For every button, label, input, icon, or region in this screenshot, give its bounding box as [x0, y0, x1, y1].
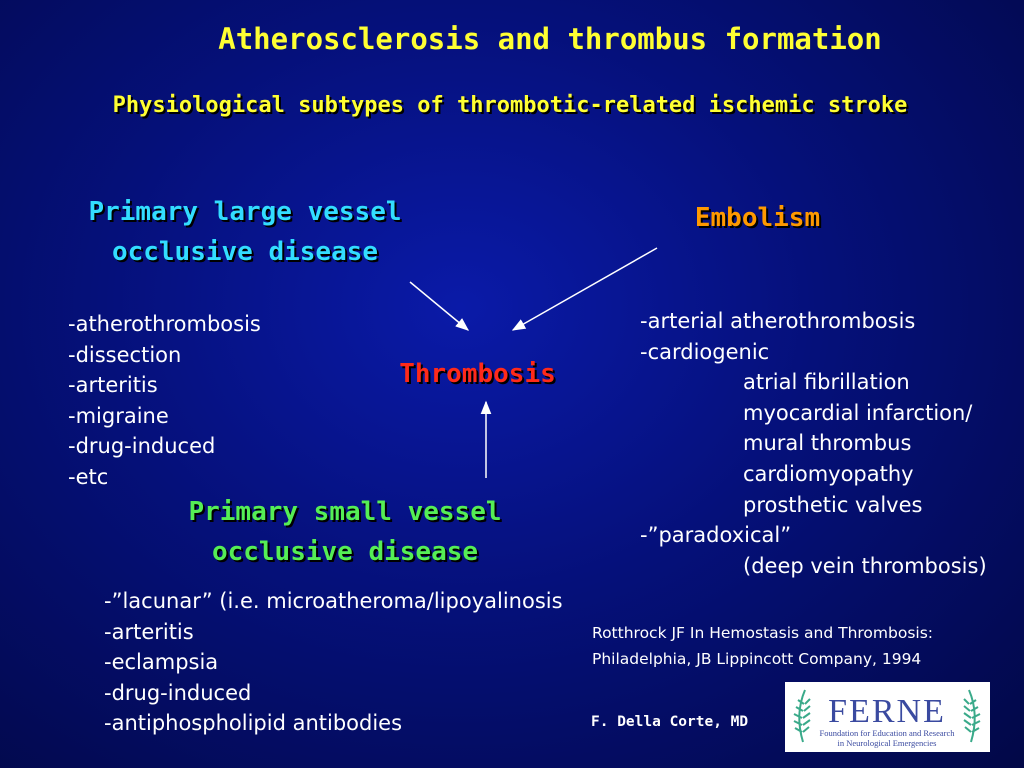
list-item: -arteritis — [104, 619, 194, 644]
large-vessel-heading-line1: Primary large vessel — [88, 197, 402, 227]
slide-subtitle: Physiological subtypes of thrombotic-rel… — [112, 93, 908, 118]
small-vessel-causes-list: -”lacunar” (i.e. microatheroma/lipoyalin… — [104, 586, 563, 739]
small-vessel-heading-line1: Primary small vessel — [188, 497, 502, 527]
list-item: -”lacunar” (i.e. microatheroma/lipoyalin… — [104, 589, 563, 613]
sub-list-item: (deep vein thrombosis) — [743, 553, 987, 578]
list-item: -drug-induced — [68, 434, 216, 459]
ferne-logo-graphic: FERNE Foundation for Education and Resea… — [793, 689, 981, 748]
right-leaf-icon — [963, 689, 981, 743]
list-item: -drug-induced — [104, 680, 252, 705]
list-item: -cardiogenic — [640, 339, 770, 364]
reference-citation: Rotthrock JF In Hemostasis and Thrombosi… — [592, 620, 933, 672]
left-leaf-icon — [793, 689, 811, 743]
arrow-embolism-to-thrombosis — [511, 247, 658, 331]
embolism-heading: Embolism — [694, 203, 821, 233]
list-item: -”paradoxical” — [640, 523, 792, 548]
list-item: -atherothrombosis — [68, 312, 261, 336]
reference-line1: Rotthrock JF In Hemostasis and Thrombosi… — [592, 624, 934, 642]
large-vessel-causes-list: -atherothrombosis -dissection -arteritis… — [68, 309, 261, 493]
small-vessel-heading: Primary small vessel occlusive disease — [140, 492, 550, 572]
list-item: -eclampsia — [104, 650, 219, 675]
arrow-large-to-thrombosis — [409, 281, 470, 331]
ferne-logo: FERNE Foundation for Education and Resea… — [785, 682, 990, 752]
small-vessel-heading-line2: occlusive disease — [211, 537, 479, 567]
list-item: -arterial atherothrombosis — [640, 309, 916, 333]
list-item: -arteritis — [68, 373, 158, 398]
sub-list-item: cardiomyopathy — [743, 461, 914, 486]
large-vessel-heading: Primary large vessel occlusive disease — [40, 192, 450, 272]
sub-list-item: mural thrombus — [743, 431, 912, 456]
author-credit: F. Della Corte, MD — [591, 714, 749, 730]
sub-list-item: atrial fibrillation — [743, 370, 910, 395]
logo-tagline-line2: in Neurological Emergencies — [838, 738, 937, 748]
logo-name-text: FERNE — [828, 693, 946, 730]
large-vessel-heading-line2: occlusive disease — [111, 237, 379, 267]
list-item: -migraine — [68, 403, 169, 428]
embolism-causes-list: -arterial atherothrombosis -cardiogenic … — [640, 306, 987, 581]
reference-line2: Philadelphia, JB Lippincott Company, 199… — [592, 650, 922, 668]
slide-title: Atherosclerosis and thrombus formation — [218, 22, 882, 56]
list-item: -etc — [68, 464, 109, 489]
thrombosis-heading: Thrombosis — [399, 359, 556, 389]
list-item: -antiphospholipid antibodies — [104, 711, 403, 736]
list-item: -dissection — [68, 342, 182, 367]
sub-list-item: myocardial infarction/ — [743, 400, 973, 425]
sub-list-item: prosthetic valves — [743, 492, 923, 517]
logo-tagline-line1: Foundation for Education and Research — [819, 728, 955, 738]
